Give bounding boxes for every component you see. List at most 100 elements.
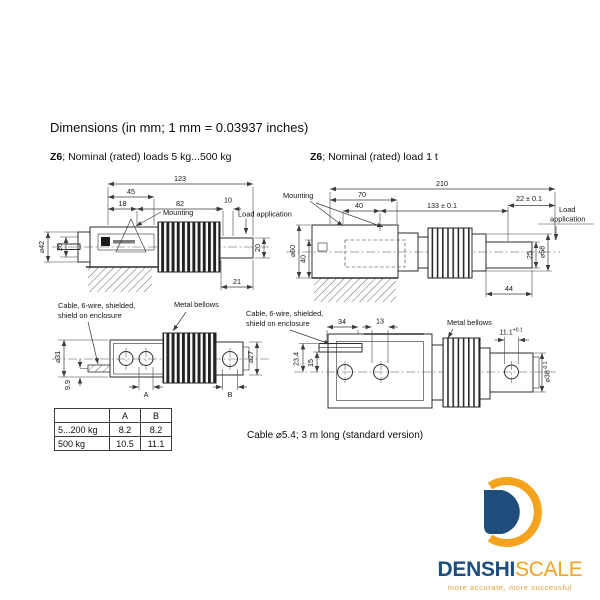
metal-bellows-label: Metal bellows xyxy=(174,300,219,309)
drawing-small-side-view: ⌀31 9.9 A B ⌀27 Cable, 6-wire, shielded,… xyxy=(52,300,270,399)
drawing-large-front-view: 210 70 40 133 ± 0.1 22 ± 0.1 ⌀60 40 25 ⌀… xyxy=(283,179,594,302)
dim-load-offset: 10 xyxy=(224,196,232,205)
dim-mount-span: 70 xyxy=(358,190,366,199)
logo-tagline: more accurate, more successful xyxy=(447,583,573,592)
cable-leader xyxy=(289,329,331,345)
cable-label-line2: shield on enclosure xyxy=(58,311,122,320)
drawing-large-side-view: 34 13 23.4 15 11.1+0.1 ⌀38-0.1 Cable, 6-… xyxy=(246,309,556,409)
dim-end-hole-value: 11.1 xyxy=(499,328,512,337)
dim-hole-dia: 13 xyxy=(376,317,384,326)
nameplate-text-smudge xyxy=(113,240,135,244)
mounting-label: Mounting xyxy=(163,208,193,217)
dim-dia-end-value: ⌀38 xyxy=(543,370,552,382)
load-label-line1: Load xyxy=(559,205,575,214)
dim-dia-body: ⌀31 xyxy=(53,351,62,363)
cable-stub xyxy=(57,243,81,250)
dim-body-length: 82 xyxy=(176,199,184,208)
dim-cable-center-offset: 15 xyxy=(306,359,315,367)
cable-stub xyxy=(87,364,111,373)
table-header-a: A xyxy=(109,408,141,423)
subtitle-small-range: Z6; Nominal (rated) loads 5 kg...500 kg xyxy=(50,151,232,163)
dim-cable-height: 20 xyxy=(55,243,64,251)
housing-block xyxy=(311,224,399,279)
load-application-label: Load application xyxy=(238,210,292,219)
nameplate-logo-mark xyxy=(101,237,110,246)
ground-hatch xyxy=(314,278,396,302)
cable-leader xyxy=(87,321,99,365)
table-a-cell: 8.2 xyxy=(109,422,141,437)
ab-dimension-table: A B 5...200 kg 8.2 8.2 500 kg 10.5 11.1 xyxy=(54,408,172,451)
housing-block xyxy=(109,339,164,378)
cable-spec-note: Cable ⌀5.4; 3 m long (standard version) xyxy=(247,430,424,441)
mounting-leader xyxy=(135,211,162,227)
extension-lines xyxy=(299,330,546,393)
table-a-cell: 10.5 xyxy=(109,436,141,451)
load-label-line2: application xyxy=(550,215,585,224)
table-range-cell: 5...200 kg xyxy=(54,422,110,437)
dim-end-block-length: 44 xyxy=(505,284,513,293)
denshiscale-logo: DENSHISCALE more accurate, more successf… xyxy=(425,472,595,592)
table-range-cell: 500 kg xyxy=(54,436,110,451)
dim-dia-end-tol: -0.1 xyxy=(543,361,549,370)
ground-hatch xyxy=(88,267,152,292)
cable-label-line2: shield on enclosure xyxy=(246,319,310,328)
bellows-leader xyxy=(447,328,454,339)
nameplate xyxy=(97,233,155,251)
dim-mount-span: 45 xyxy=(127,187,135,196)
dim-overall-length: 123 xyxy=(174,174,186,183)
bellows-leader xyxy=(172,311,187,332)
hole-centerlines xyxy=(125,348,147,370)
mounting-leader xyxy=(309,200,344,227)
dim-housing-height: 40 xyxy=(299,255,308,263)
model-code: Z6 xyxy=(50,151,63,163)
table-header-row: A B xyxy=(54,408,172,423)
dim-cable-bottom-offset: 9.9 xyxy=(63,380,72,390)
dim-cable-top-offset: 23.4 xyxy=(292,352,301,366)
hole-centerlines xyxy=(344,361,382,383)
metal-bellows-shape xyxy=(442,337,481,408)
dim-end-hole-width: 11.1+0.1 xyxy=(499,328,523,337)
logo-wordmark: DENSHISCALE xyxy=(425,559,595,580)
step-collar-2 xyxy=(417,236,429,269)
housing-inner-outline xyxy=(336,341,424,401)
mounting-leader xyxy=(315,202,384,228)
table-b-cell: 11.1 xyxy=(140,436,172,451)
cable-entry xyxy=(317,242,328,252)
dim-hole-span: 34 xyxy=(338,317,346,326)
table-row: 5...200 kg 8.2 8.2 xyxy=(54,422,172,437)
dim-body-length: 133 ± 0.1 xyxy=(427,201,457,210)
dim-dia-end: ⌀38-0.1 xyxy=(543,361,552,382)
load-end-piece xyxy=(485,241,533,269)
dim-dia-end: ⌀27 xyxy=(246,351,255,363)
logo-blue-d xyxy=(484,490,520,534)
logo-d-mark-icon xyxy=(484,477,542,547)
model-code: Z6 xyxy=(310,151,323,163)
drawing-small-front-view: 123 45 18 82 10 ⌀42 20 20 21 Mounting Lo… xyxy=(37,174,292,292)
logo-word-primary: DENSHI xyxy=(437,558,516,581)
load-end-block xyxy=(215,341,244,376)
dim-dia-housing: ⌀42 xyxy=(37,241,46,253)
logo-word-secondary: SCALE xyxy=(515,558,583,581)
hidden-bore xyxy=(344,239,406,268)
cable-label-line1: Cable, 6-wire, shielded, xyxy=(58,301,135,310)
step-collar-2 xyxy=(479,347,491,400)
dim-hole-a: A xyxy=(144,390,149,399)
table-corner-cell xyxy=(54,408,110,423)
dim-end-length: 21 xyxy=(233,277,241,286)
metal-bellows-shape xyxy=(162,332,217,384)
dim-dia-collar: ⌀58 xyxy=(538,246,547,258)
dim-mount-offset: 18 xyxy=(119,199,127,208)
metal-bellows-shape xyxy=(427,227,473,279)
table-row: 500 kg 10.5 11.1 xyxy=(54,436,172,451)
dim-end-length: 22 ± 0.1 xyxy=(516,194,542,203)
dim-end-hole-tol: +0.1 xyxy=(513,328,523,334)
logo-orange-arc xyxy=(487,477,542,547)
table-header-b: B xyxy=(140,408,172,423)
dim-mount-hole-span: 40 xyxy=(355,201,363,210)
end-cap xyxy=(242,346,250,371)
step-collar-1 xyxy=(431,344,444,401)
page-title: Dimensions (in mm; 1 mm = 0.03937 inches… xyxy=(50,120,309,135)
step-collar-3 xyxy=(471,233,487,272)
